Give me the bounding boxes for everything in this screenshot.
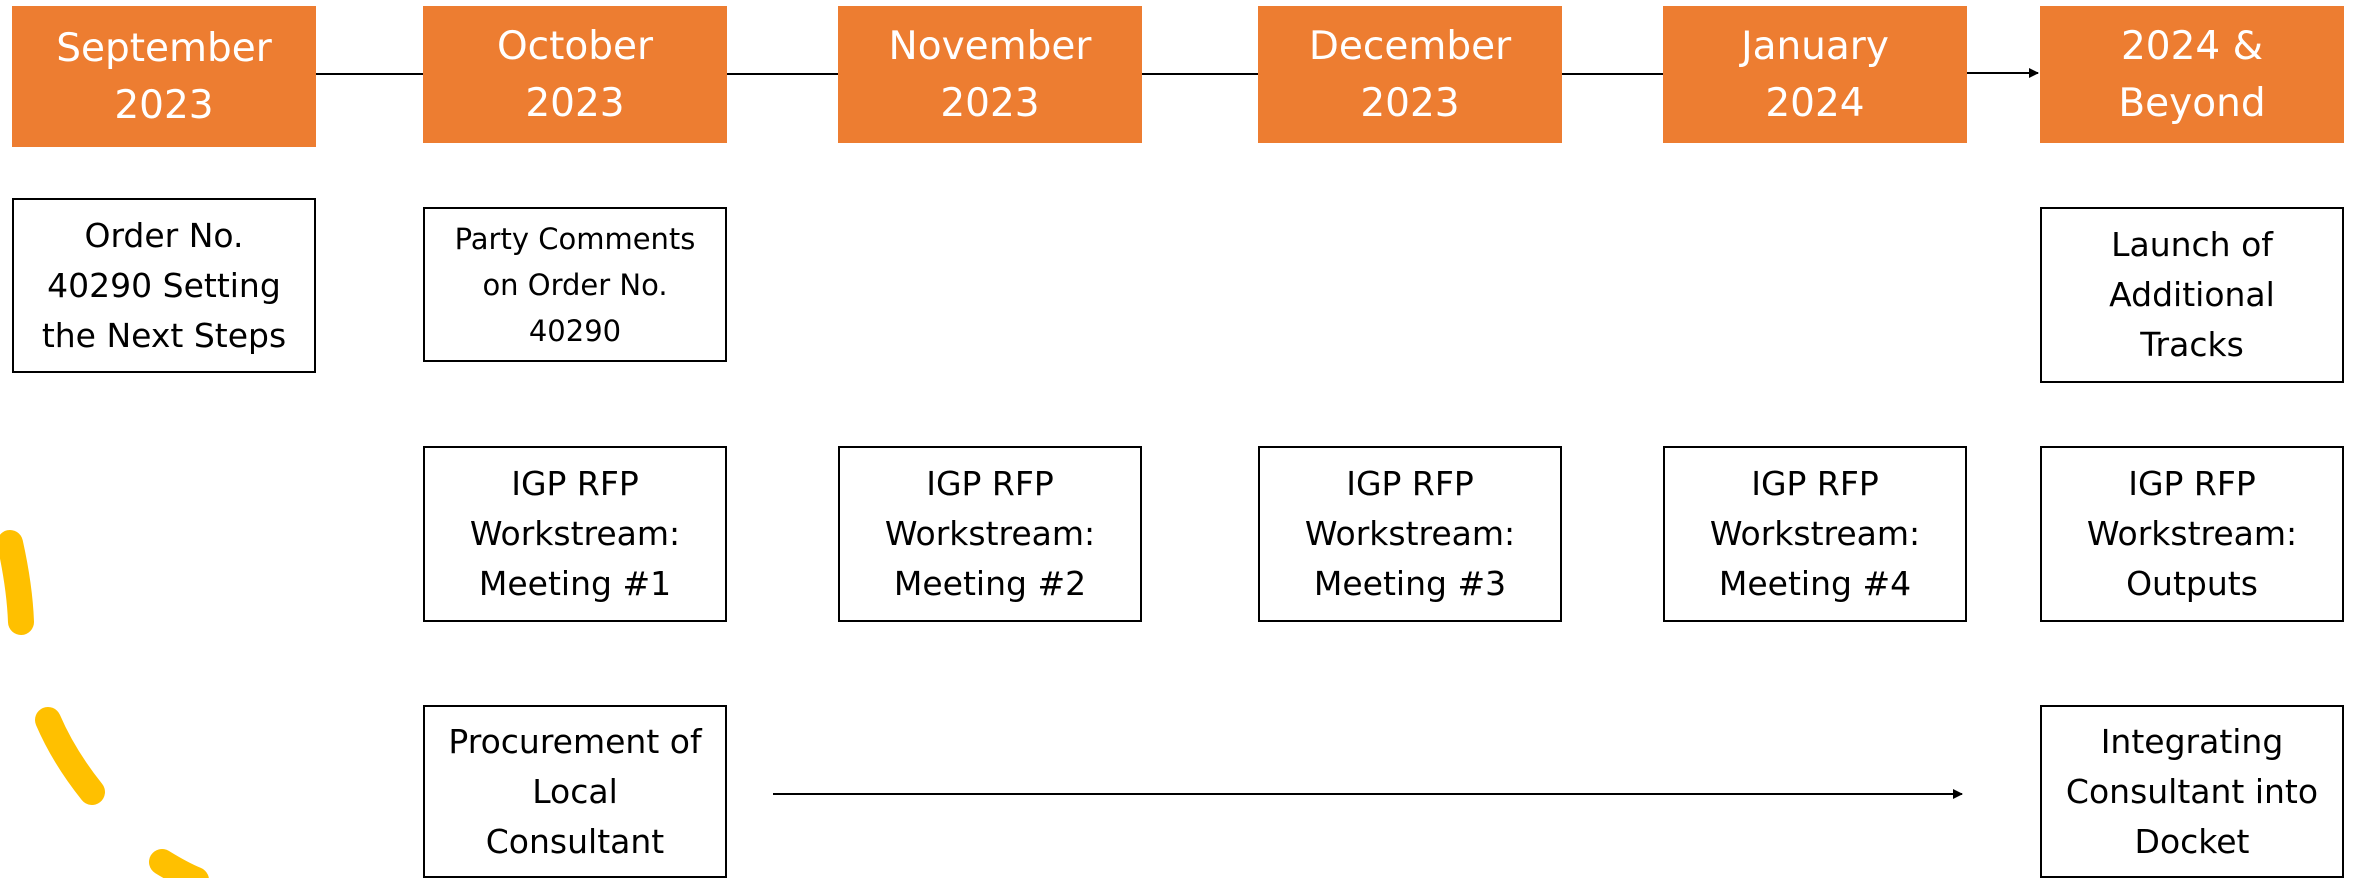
month-label-line2: 2023 <box>114 82 214 128</box>
month-label-line1: 2024 & <box>2120 23 2264 69</box>
box-text-line: Docket <box>2134 821 2250 861</box>
igp-rfp-meeting-4-box: IGP RFP Workstream: Meeting #4 <box>1663 446 1967 622</box>
box-text-line: Additional <box>2109 275 2275 314</box>
box-text-line: Launch of <box>2111 225 2273 264</box>
box-text-line: Consultant into <box>2065 771 2319 811</box>
month-label-line1: November <box>888 23 1092 69</box>
box-text-line: Integrating <box>2100 721 2284 761</box>
month-header-january-2024: January 2024 <box>1663 6 1967 143</box>
box-text-line: Local <box>532 771 618 811</box>
igp-rfp-meeting-1-box: IGP RFP Workstream: Meeting #1 <box>423 446 727 622</box>
box-text-line: IGP RFP <box>926 464 1054 503</box>
box-text-line: IGP RFP <box>1751 464 1879 503</box>
decor-dash-2 <box>35 707 105 805</box>
launch-additional-tracks-box: Launch of Additional Tracks <box>2040 207 2344 383</box>
box-text-line: Consultant <box>485 821 665 861</box>
month-header-november-2023: November 2023 <box>838 6 1142 143</box>
decor-dash-3 <box>149 849 209 878</box>
box-text-line: on Order No. <box>482 267 668 302</box>
box-text-line: Outputs <box>2126 564 2258 603</box>
integrating-consultant-box: Integrating Consultant into Docket <box>2040 705 2344 878</box>
box-text-line: Procurement of <box>448 721 702 761</box>
month-header-october-2023: October 2023 <box>423 6 727 143</box>
box-text-line: the Next Steps <box>41 315 287 355</box>
box-text-line: IGP RFP <box>1346 464 1474 503</box>
box-text-line: Workstream: <box>1709 514 1921 553</box>
box-text-line: Meeting #4 <box>1718 564 1912 603</box>
month-label-line1: September <box>56 25 272 71</box>
box-text-line: Workstream: <box>469 514 681 553</box>
box-text-line: 40290 Setting <box>47 265 281 305</box>
month-label-line2: 2023 <box>1360 80 1460 126</box>
box-text-line: Party Comments <box>454 221 696 256</box>
igp-rfp-meeting-2-box: IGP RFP Workstream: Meeting #2 <box>838 446 1142 622</box>
month-label-line1: December <box>1308 23 1512 69</box>
month-label-line2: Beyond <box>2118 80 2266 126</box>
month-header-september-2023: September 2023 <box>12 6 316 147</box>
month-label-line1: January <box>1741 23 1889 69</box>
party-comments-box: Party Comments on Order No. 40290 <box>423 207 727 362</box>
box-text-line: Meeting #2 <box>893 564 1087 603</box>
decor-dash-1 <box>0 530 34 635</box>
month-label-line1: October <box>496 23 654 69</box>
decorative-dashed-arc <box>0 530 209 878</box>
order-40290-box: Order No. 40290 Setting the Next Steps <box>12 198 316 373</box>
box-text-line: Meeting #1 <box>478 564 672 603</box>
procurement-local-consultant-box: Procurement of Local Consultant <box>423 705 727 878</box>
box-text-line: Workstream: <box>884 514 1096 553</box>
box-text-line: Meeting #3 <box>1313 564 1507 603</box>
month-label-line2: 2024 <box>1765 80 1865 126</box>
igp-rfp-meeting-3-box: IGP RFP Workstream: Meeting #3 <box>1258 446 1562 622</box>
igp-rfp-outputs-box: IGP RFP Workstream: Outputs <box>2040 446 2344 622</box>
month-label-line2: 2023 <box>525 80 625 126</box>
box-text-line: 40290 <box>528 313 622 348</box>
box-text-line: IGP RFP <box>511 464 639 503</box>
box-text-line: Workstream: <box>1304 514 1516 553</box>
month-header-2024-beyond: 2024 & Beyond <box>2040 6 2344 143</box>
box-text-line: Tracks <box>2140 325 2244 364</box>
month-header-december-2023: December 2023 <box>1258 6 1562 143</box>
box-text-line: Order No. <box>84 215 244 255</box>
box-text-line: Workstream: <box>2086 514 2298 553</box>
box-text-line: IGP RFP <box>2128 464 2256 503</box>
month-label-line2: 2023 <box>940 80 1040 126</box>
